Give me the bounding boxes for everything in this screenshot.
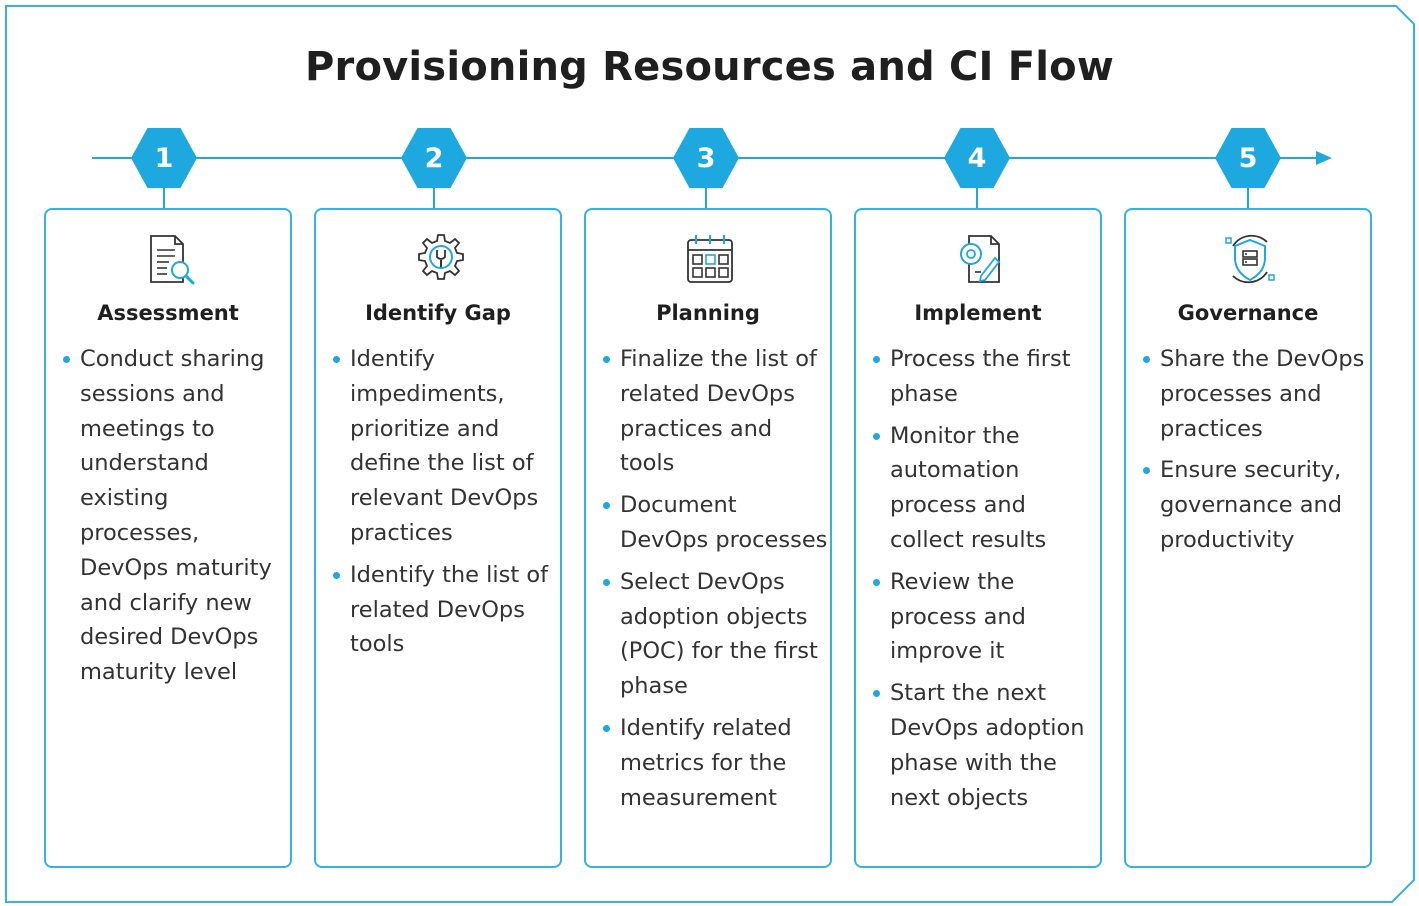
list-item: Identify related metrics for the measure… (598, 711, 830, 815)
document-gear-pen-icon (960, 235, 1001, 283)
list-item: Ensure security, governance and producti… (1138, 453, 1370, 557)
step-bullet-list: Identify impediments, prioritize and def… (328, 342, 560, 669)
step-title: Governance (1177, 301, 1319, 325)
step-number-badge: 2 (401, 128, 467, 188)
list-item: Document DevOps processes (598, 488, 830, 558)
step-connector (163, 188, 165, 208)
step-connector (433, 188, 435, 208)
step-title: Assessment (97, 301, 239, 325)
step-connector (976, 188, 978, 208)
list-item: Monitor the automation process and colle… (868, 419, 1100, 558)
calendar-icon (687, 235, 733, 283)
step-number-badge: 3 (673, 128, 739, 188)
step-number-badge: 5 (1215, 128, 1281, 188)
step-title: Identify Gap (365, 301, 511, 325)
list-item: Start the next DevOps adoption phase wit… (868, 676, 1100, 815)
gear-wrench-icon (418, 234, 464, 280)
step-card-governance: Governance Share the DevOps processes an… (1124, 208, 1372, 868)
diagram-title: Provisioning Resources and CI Flow (305, 44, 1114, 90)
document-search-icon (150, 235, 195, 285)
shield-server-icon (1225, 234, 1275, 284)
step-card-identify-gap: Identify Gap Identify impediments, prior… (314, 208, 562, 868)
list-item: Identify the list of related DevOps tool… (328, 558, 560, 662)
step-bullet-list: Finalize the list of related DevOps prac… (598, 342, 830, 822)
list-item: Finalize the list of related DevOps prac… (598, 342, 830, 481)
list-item: Conduct sharing sessions and meetings to… (58, 342, 290, 690)
step-title: Planning (656, 301, 760, 325)
step-connector (1247, 188, 1249, 208)
step-card-planning: Planning Finalize the list of related De… (584, 208, 832, 868)
step-title: Implement (914, 301, 1042, 325)
step-bullet-list: Conduct sharing sessions and meetings to… (58, 342, 290, 697)
step-card-assessment: Assessment Conduct sharing sessions and … (44, 208, 292, 868)
step-number-badge: 1 (131, 128, 197, 188)
step-bullet-list: Process the first phase Monitor the auto… (868, 342, 1100, 822)
list-item: Review the process and improve it (868, 565, 1100, 669)
list-item: Identify impediments, prioritize and def… (328, 342, 560, 551)
list-item: Share the DevOps processes and practices (1138, 342, 1370, 446)
timeline-arrow-icon (1316, 151, 1332, 165)
step-connector (705, 188, 707, 208)
list-item: Select DevOps adoption objects (POC) for… (598, 565, 830, 704)
step-number-badge: 4 (944, 128, 1010, 188)
list-item: Process the first phase (868, 342, 1100, 412)
step-bullet-list: Share the DevOps processes and practices… (1138, 342, 1370, 565)
step-card-implement: Implement Process the first phase Monito… (854, 208, 1102, 868)
